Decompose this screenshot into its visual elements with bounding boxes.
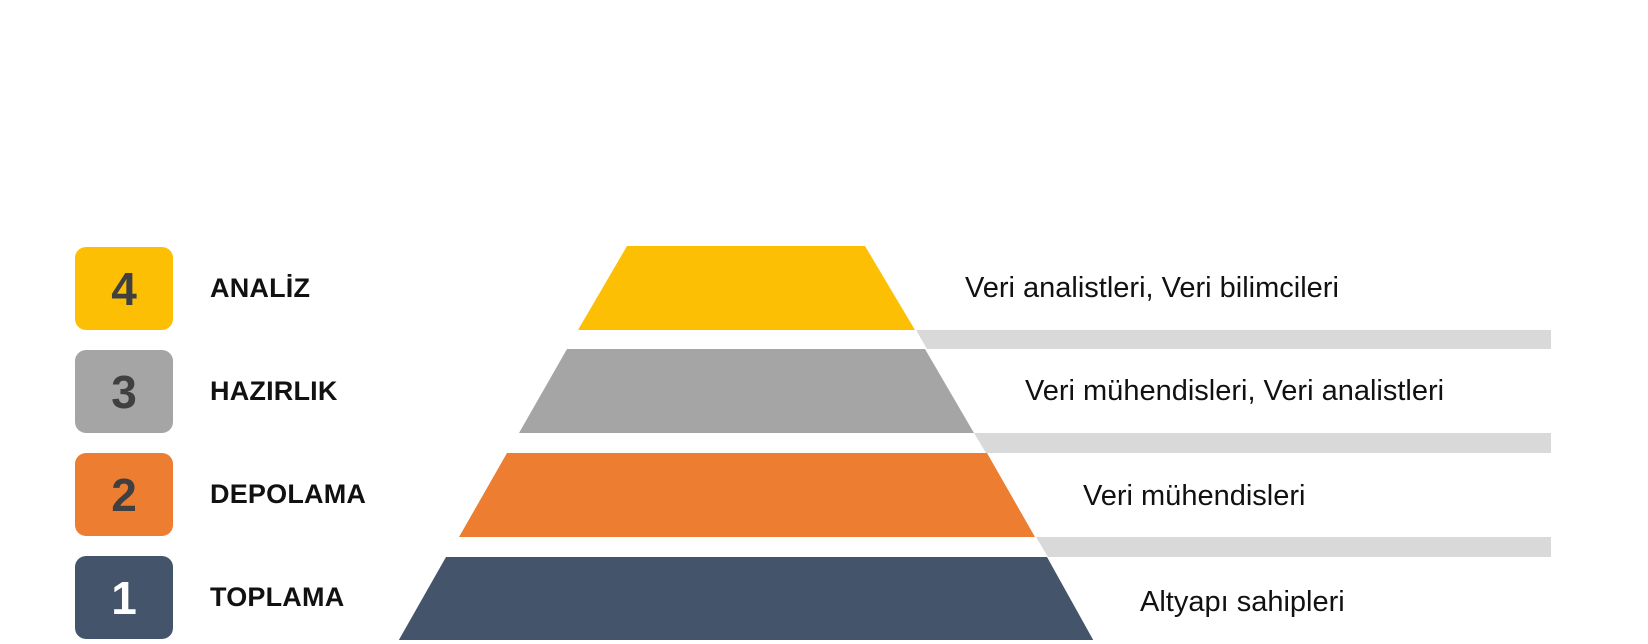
connector-bar-2-1 [1036,537,1551,557]
pyramid-tier-1 [398,557,1094,640]
pyramid-tier-3 [519,349,974,433]
tier-1-number-badge: 1 [75,556,173,639]
tier-3-number: 3 [111,365,137,418]
pyramid-tier-2 [459,453,1035,537]
tier-1-roles: Altyapı sahipleri [1140,586,1345,618]
connector-bar-3-2 [974,433,1551,453]
tier-1-label: TOPLAMA [210,582,345,612]
tier-4-roles: Veri analistleri, Veri bilimcileri [965,272,1339,304]
tier-3-number-badge: 3 [75,350,173,433]
tier-4-label: ANALİZ [210,273,311,303]
tier-2-number-badge: 2 [75,453,173,536]
tier-4-number: 4 [111,262,137,315]
tier-3-label: HAZIRLIK [210,376,338,406]
tier-4-number-badge: 4 [75,247,173,330]
tier-2-roles: Veri mühendisleri [1083,480,1306,512]
tier-3-roles: Veri mühendisleri, Veri analistleri [1025,375,1445,407]
tier-2-label: DEPOLAMA [210,479,367,509]
tier-1-number: 1 [111,571,137,624]
pyramid-tier-4 [578,246,915,330]
connector-bar-4-3 [916,330,1551,349]
tier-2-number: 2 [111,468,137,521]
